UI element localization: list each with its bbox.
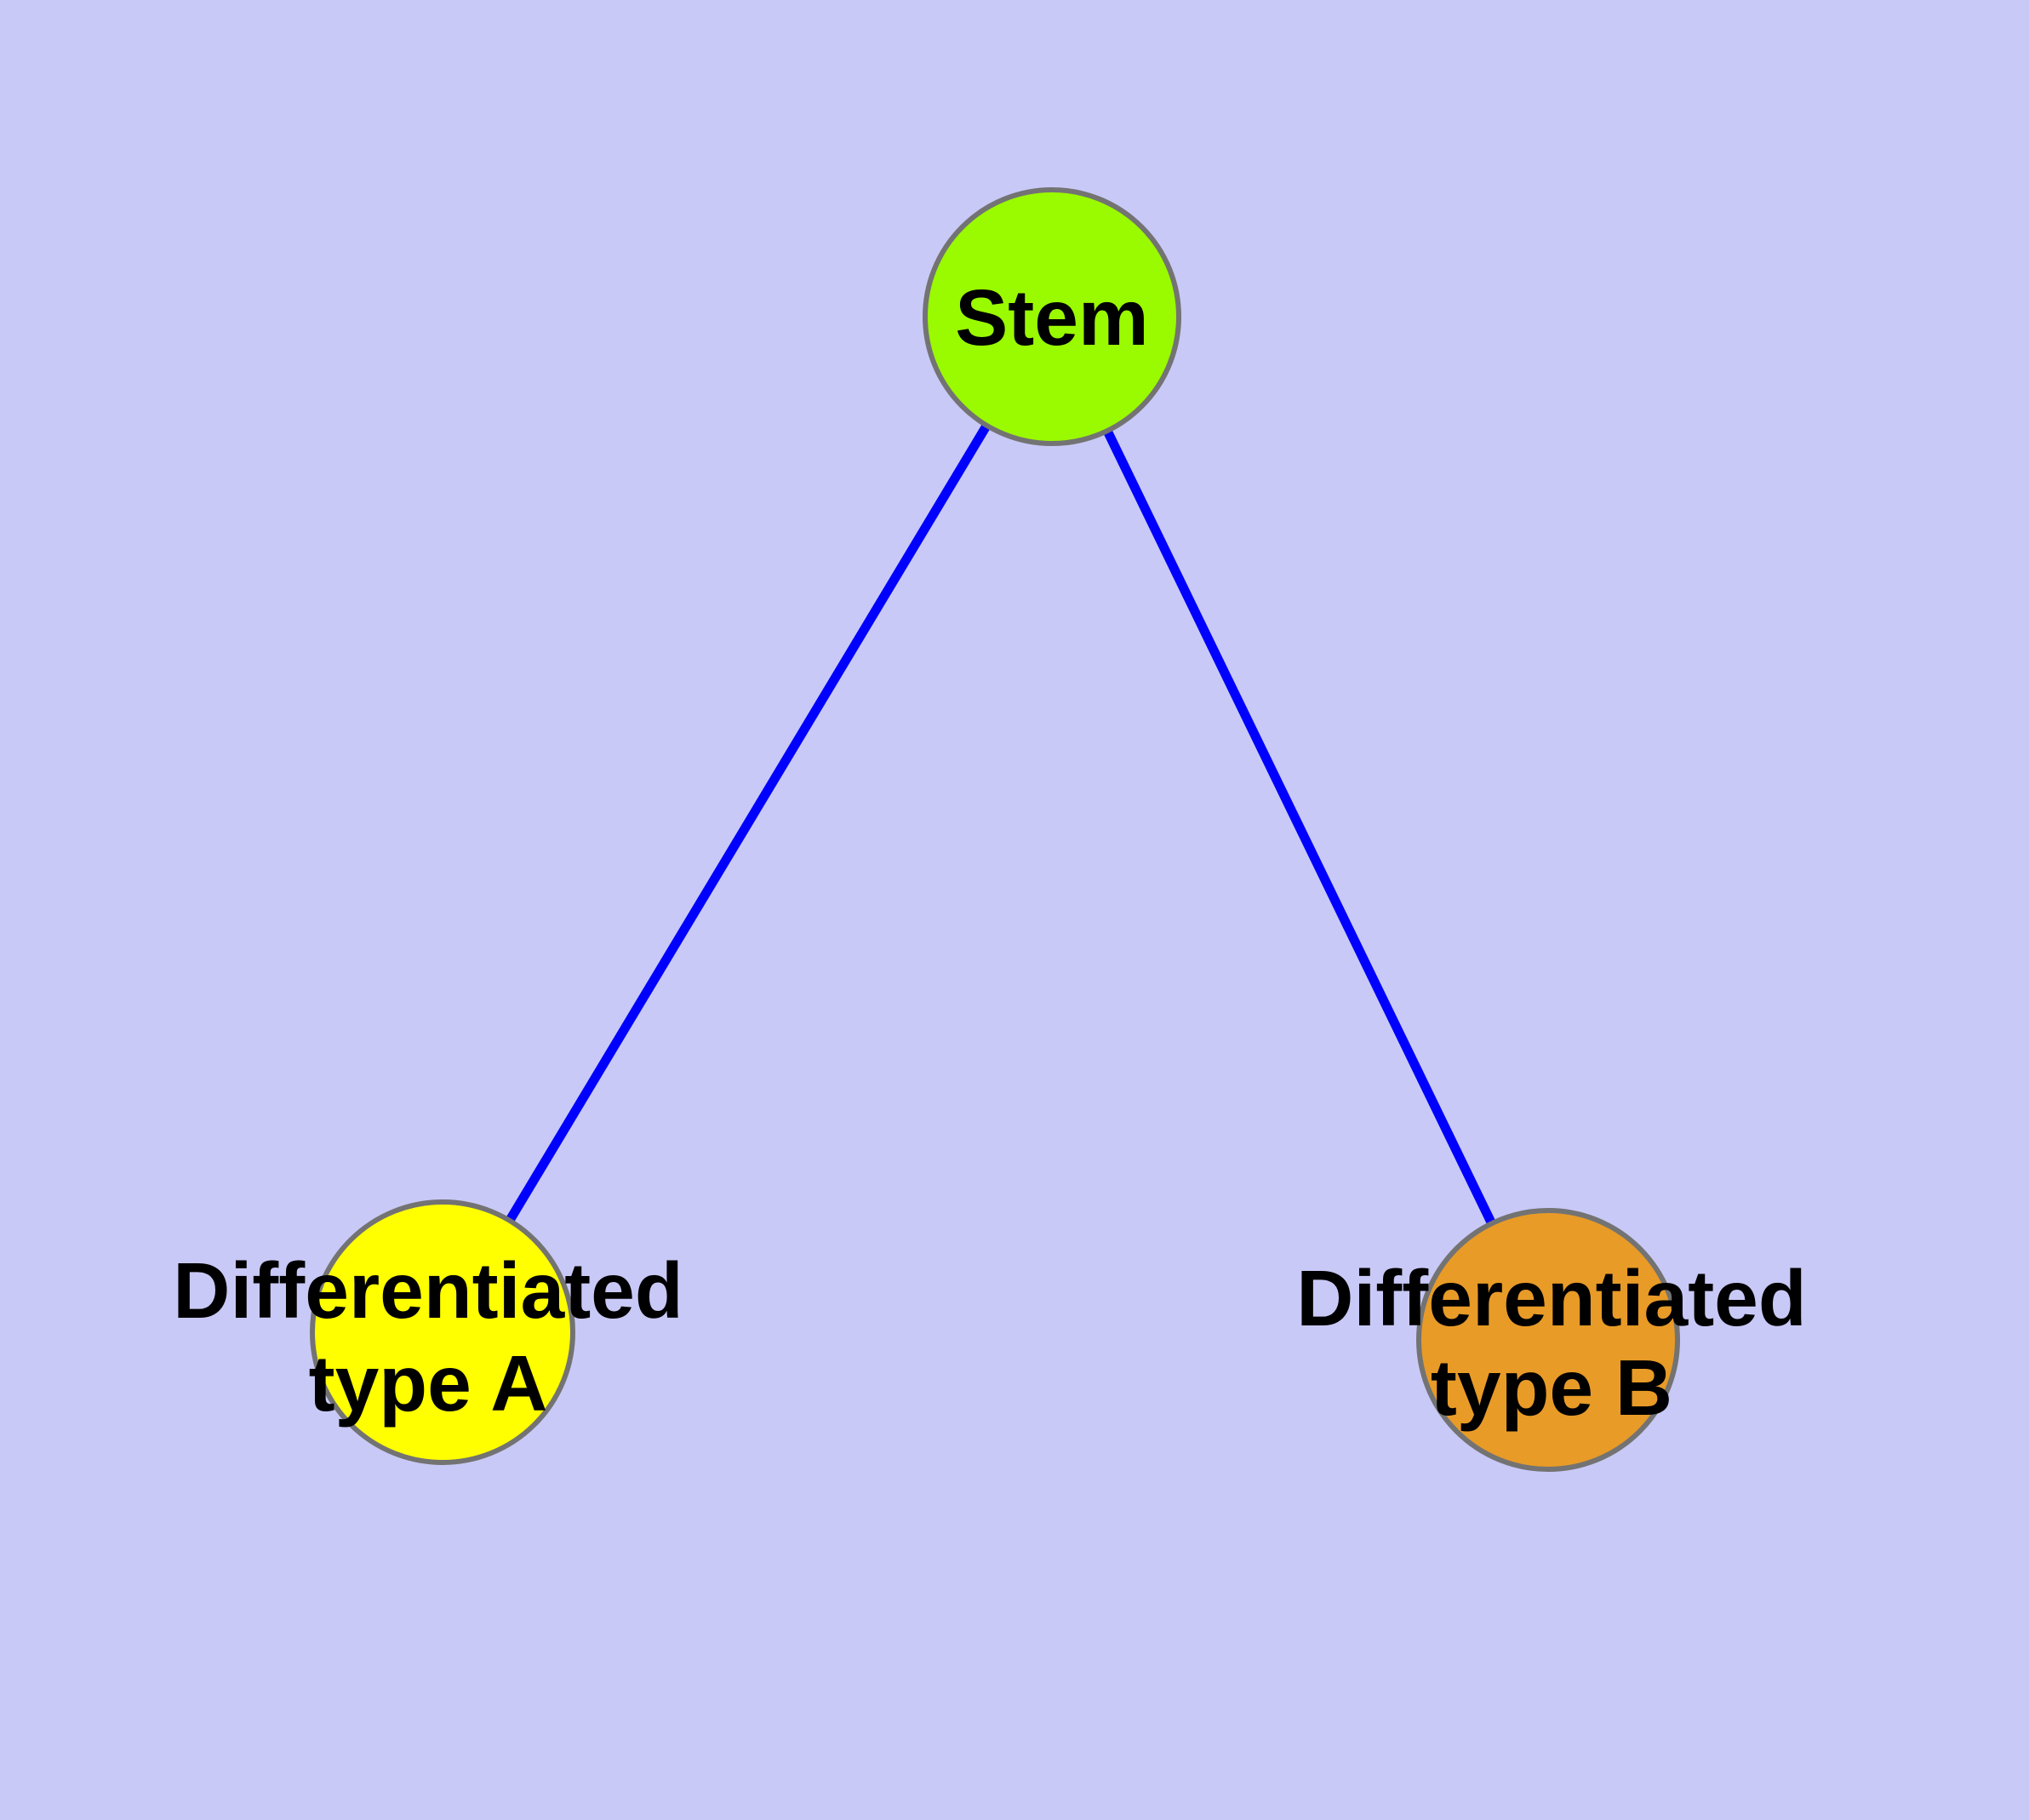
node-type-a-circle (310, 1199, 575, 1465)
node-differentiated-type-b: Differentiated type B (1296, 1208, 1807, 1472)
node-type-a-label-line1: Differentiated (173, 1246, 683, 1335)
edge-stem-to-type-b (1048, 314, 1552, 1342)
edge-stem-to-type-a (438, 314, 1056, 1335)
node-type-b-label-line2: type B (1431, 1343, 1672, 1432)
node-type-a-label-line2: type A (309, 1339, 548, 1428)
node-type-b-label-line1: Differentiated (1296, 1254, 1806, 1342)
node-stem-label: Stem (955, 273, 1148, 362)
node-stem: Stem (923, 187, 1181, 446)
node-differentiated-type-a: Differentiated type A (173, 1199, 683, 1465)
node-stem-circle (923, 187, 1181, 446)
node-type-b-circle (1416, 1208, 1680, 1472)
